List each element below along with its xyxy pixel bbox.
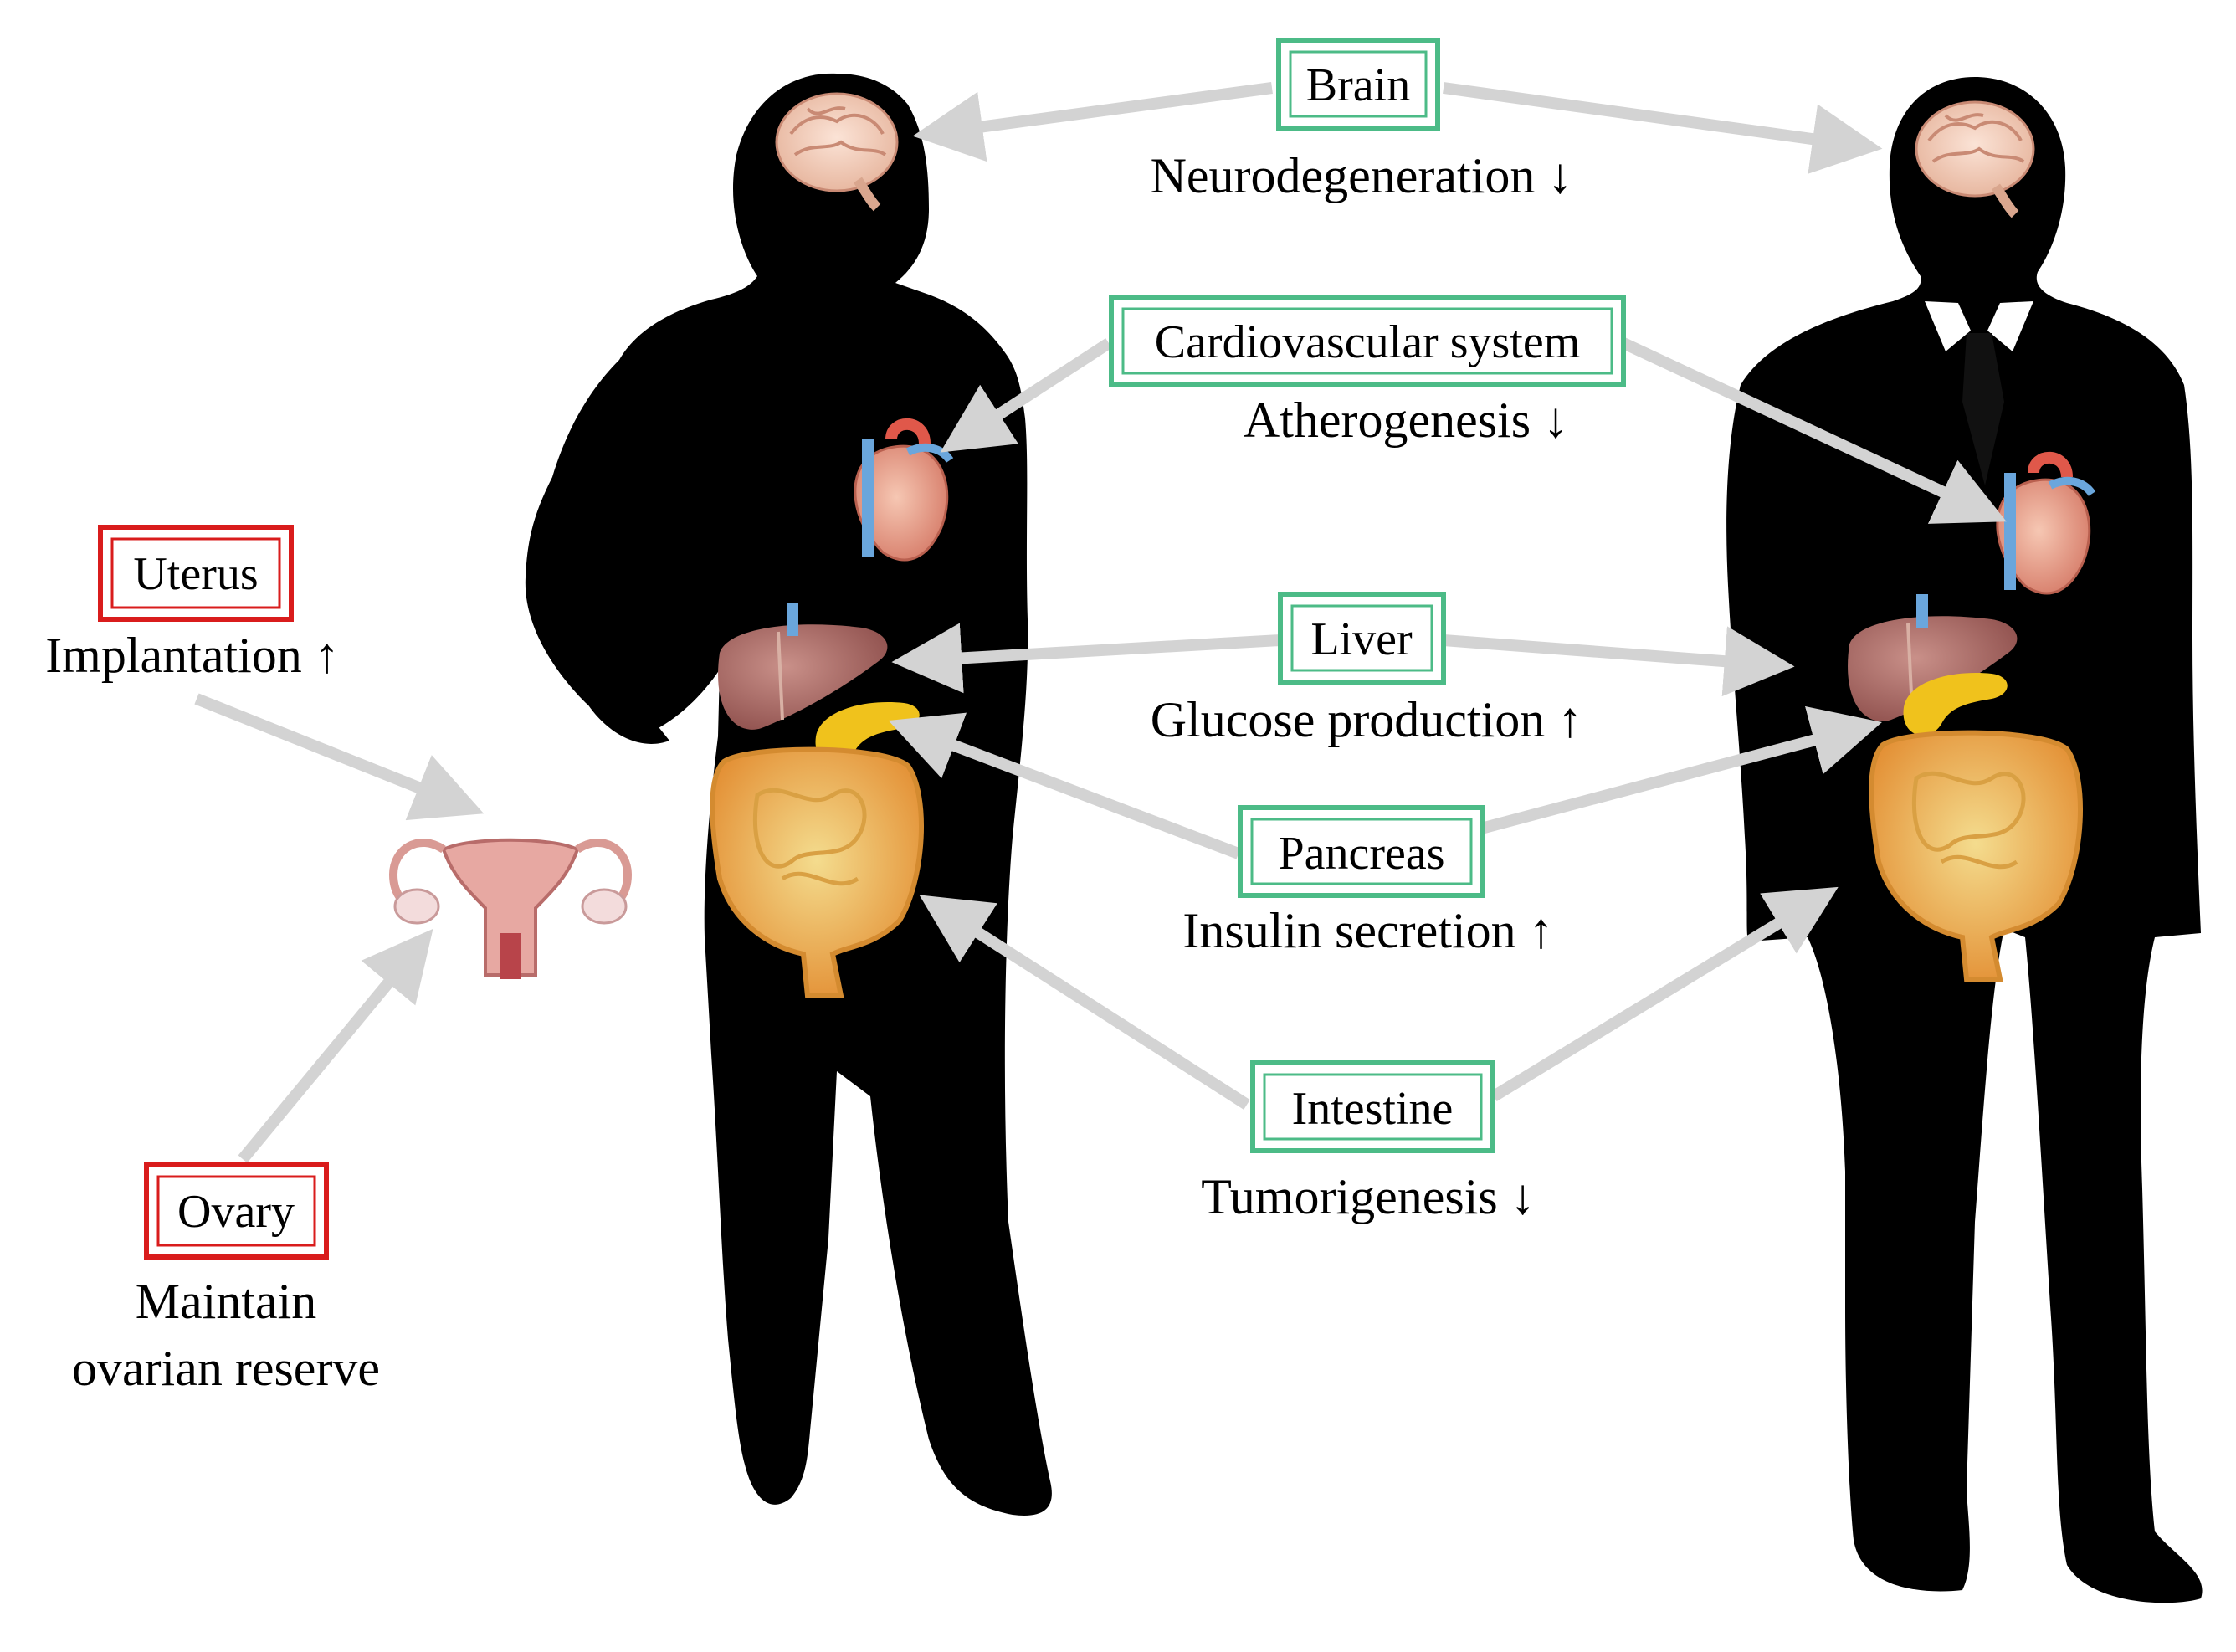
male-collar <box>1925 301 2033 485</box>
arrow-pancreas-male <box>1480 705 1882 834</box>
uterus-box: Uterus <box>98 525 294 622</box>
pancreas-box: Pancreas <box>1238 805 1485 898</box>
liver-icon <box>718 603 888 730</box>
arrow-intestine-male <box>1490 886 1839 1101</box>
brain-icon <box>1915 100 2035 218</box>
arrow-cardio-male <box>1621 337 2007 524</box>
ovary-label: Ovary <box>177 1186 295 1238</box>
cardiovascular-box: Cardiovascular system <box>1109 295 1626 387</box>
cardiovascular-effect: Atherogenesis ↓ <box>1244 392 1568 448</box>
arrows <box>194 82 2007 1163</box>
intestine-icon <box>1869 730 2083 982</box>
heart-icon <box>1996 451 2096 595</box>
arrow-cardio-female <box>940 338 1112 453</box>
brain-effect: Neurodegeneration ↓ <box>1151 148 1573 203</box>
arrow-ovary <box>238 928 433 1163</box>
brain-box: Brain <box>1276 38 1440 131</box>
arrow-pancreas-female <box>888 712 1241 859</box>
arrow-brain-female <box>912 82 1273 162</box>
arrow-intestine-female <box>919 895 1250 1110</box>
arrow-liver-male <box>1443 626 1795 697</box>
brain-icon <box>775 92 899 212</box>
cardiovascular-label: Cardiovascular system <box>1155 316 1581 368</box>
brain-label: Brain <box>1306 59 1410 111</box>
intestine-icon <box>710 746 924 998</box>
pancreas-label: Pancreas <box>1278 828 1444 880</box>
uterus-effect: Implantation ↑ <box>45 628 340 683</box>
liver-effect: Glucose production ↑ <box>1151 692 1583 747</box>
pancreas-effect: Insulin secretion ↑ <box>1182 903 1553 958</box>
uterus-label: Uterus <box>133 548 258 600</box>
intestine-box: Intestine <box>1250 1060 1495 1153</box>
intestine-label: Intestine <box>1292 1083 1454 1135</box>
ovary-box: Ovary <box>144 1162 329 1260</box>
arrow-brain-male <box>1443 82 1883 174</box>
arrow-uterus <box>194 693 485 821</box>
uterus-icon <box>388 838 633 979</box>
arrow-liver-female <box>891 623 1281 694</box>
ovary-effect-line2: ovarian reserve <box>72 1341 380 1396</box>
intestine-effect: Tumorigenesis ↓ <box>1201 1169 1536 1224</box>
ovary-effect-line1: Maintain <box>136 1274 317 1329</box>
heart-icon <box>854 418 954 562</box>
pancreas-icon <box>1903 673 2008 736</box>
liver-label: Liver <box>1310 613 1413 665</box>
liver-box: Liver <box>1278 592 1446 685</box>
